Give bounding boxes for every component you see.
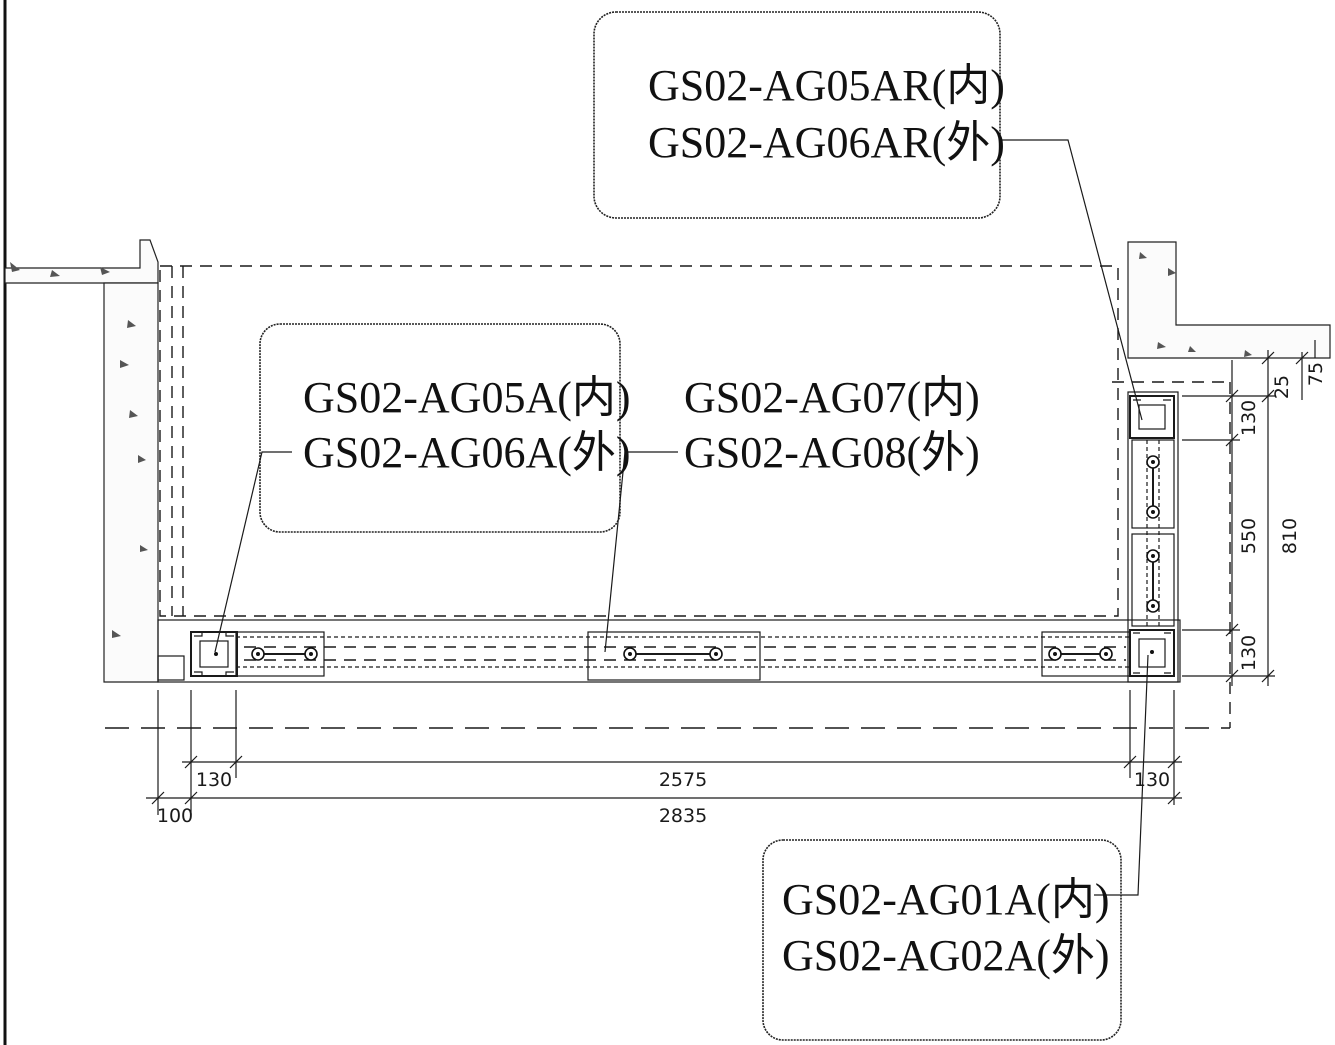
post-corner-right: [1129, 629, 1175, 677]
dim-span-horizontal: 2575: [659, 769, 707, 791]
dim-overall-vertical: 810: [1279, 518, 1301, 554]
dimensions-vertical: [1182, 350, 1309, 686]
callout-left-line1: GS02-AG05A(内): [303, 373, 631, 422]
dim-post-top: 130: [1238, 400, 1260, 436]
dim-top-offset-a: 25: [1271, 375, 1293, 399]
callout-middle-line2: GS02-AG08(外): [684, 428, 980, 477]
concrete-wall-left: [4, 239, 159, 683]
callout-left-line2: GS02-AG06A(外): [303, 428, 631, 477]
dim-post-right: 130: [1134, 769, 1170, 791]
concrete-wall-right: [1127, 241, 1331, 359]
dim-post-left: 130: [196, 769, 232, 791]
callout-bottom-right-line1: GS02-AG01A(内): [782, 875, 1110, 924]
post-left: [190, 631, 238, 677]
callout-cloud-left: [259, 323, 621, 533]
bolts: [214, 455, 1160, 661]
dim-overall-horizontal: 2835: [659, 805, 707, 827]
dim-top-offset-b: 75: [1305, 362, 1327, 386]
rail-horizontal: [157, 619, 1181, 683]
callout-bottom-right-line2: GS02-AG02A(外): [782, 931, 1110, 980]
dim-span-vertical: 550: [1238, 518, 1260, 554]
callout-cloud-bottom-right: [762, 839, 1122, 1041]
callout-middle-line1: GS02-AG07(内): [684, 373, 980, 422]
dimensions-horizontal: [146, 690, 1182, 815]
leader-lines: [214, 139, 1149, 896]
dim-offset-left: 100: [157, 805, 193, 827]
callout-top-right-line1: GS02-AG05AR(内): [648, 61, 1005, 110]
callout-top-right-line2: GS02-AG06AR(外): [648, 118, 1005, 167]
dim-post-bottom: 130: [1238, 635, 1260, 671]
dashed-outlines: [105, 265, 1231, 729]
callout-cloud-top-right: [593, 11, 1001, 219]
